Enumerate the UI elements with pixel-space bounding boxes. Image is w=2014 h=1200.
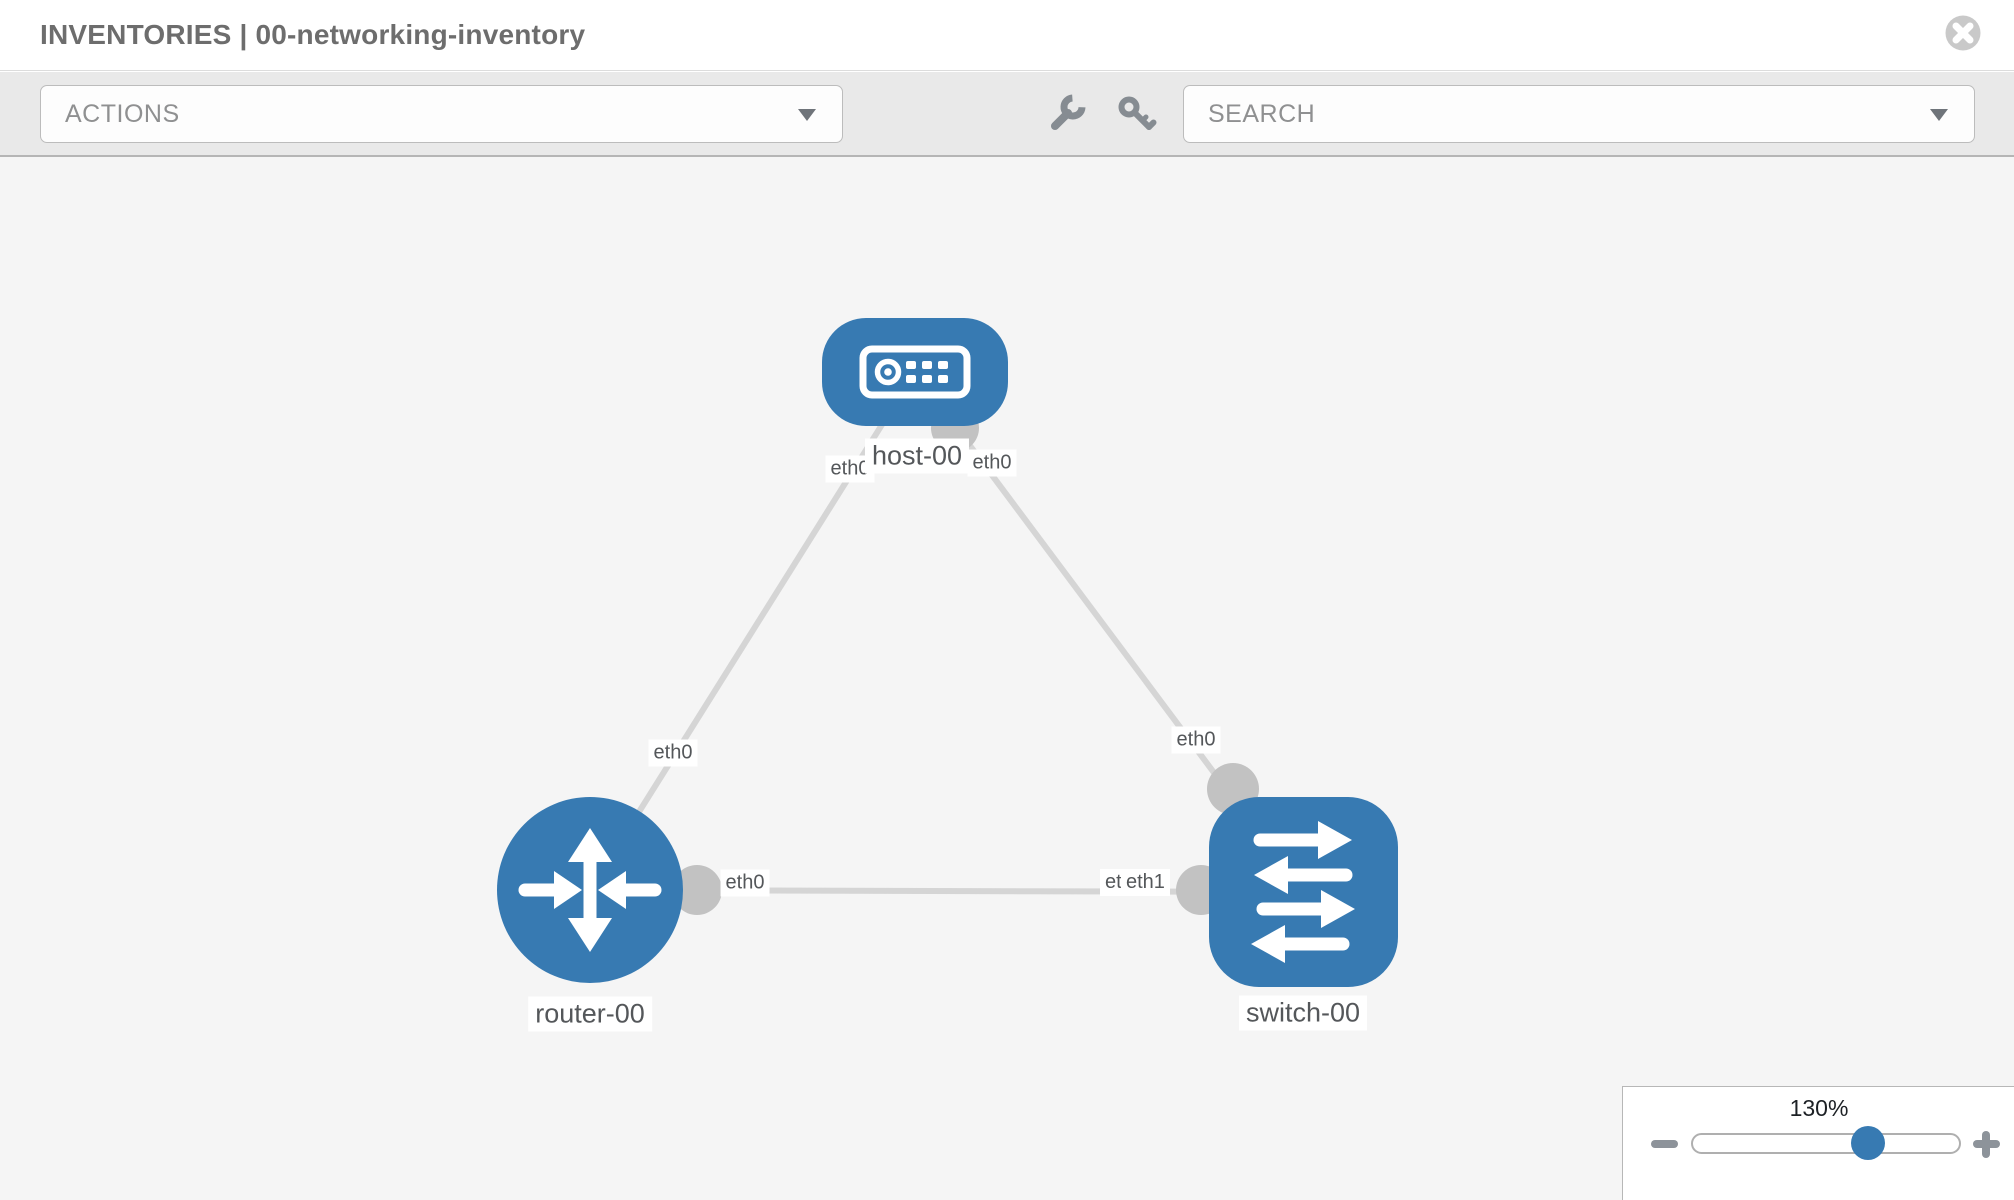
interface-label: eth0 (648, 739, 698, 767)
switch-icon (1251, 821, 1355, 963)
topology-canvas[interactable]: eth0 eth0 eth0 eth0 eth0 eth0 eth1 host-… (0, 157, 2014, 1200)
search-dropdown[interactable]: SEARCH (1183, 85, 1975, 143)
node-label-switch: switch-00 (1238, 995, 1368, 1031)
zoom-out-button[interactable] (1647, 1127, 1681, 1161)
zoom-in-button[interactable] (1969, 1127, 2003, 1161)
chevron-down-icon (798, 109, 816, 121)
host-icon (859, 345, 971, 399)
key-icon (1118, 96, 1157, 130)
toolbar: ACTIONS SEARCH (0, 72, 2014, 157)
plus-icon (1972, 1130, 2000, 1158)
wrench-icon (1051, 94, 1086, 130)
node-host[interactable] (822, 318, 1008, 426)
close-button[interactable] (1944, 14, 1982, 52)
page-title: INVENTORIES | 00-networking-inventory (40, 19, 586, 50)
zoom-slider-track[interactable] (1691, 1126, 1961, 1160)
interface-label: eth0 (720, 869, 770, 897)
actions-dropdown[interactable]: ACTIONS (40, 85, 843, 143)
zoom-panel: 130% (1622, 1086, 2014, 1200)
close-icon (1945, 15, 1981, 51)
node-router[interactable] (497, 797, 683, 983)
key-button[interactable] (1111, 89, 1163, 141)
interface-label: eth0 (1171, 726, 1221, 754)
chevron-down-icon (1930, 109, 1948, 121)
interface-label: eth1 (1121, 869, 1170, 896)
actions-dropdown-label: ACTIONS (65, 99, 180, 128)
search-dropdown-label: SEARCH (1208, 99, 1316, 128)
node-label-host: host-00 (864, 438, 970, 474)
zoom-slider-handle[interactable] (1851, 1126, 1885, 1160)
node-switch[interactable] (1209, 797, 1398, 987)
tools-button[interactable] (1041, 89, 1093, 141)
minus-icon (1650, 1140, 1678, 1148)
node-label-router: router-00 (528, 996, 652, 1032)
router-icon (518, 828, 662, 952)
interface-label: eth0 (967, 449, 1017, 477)
header-bar: INVENTORIES | 00-networking-inventory (0, 0, 2014, 71)
zoom-level: 130% (1789, 1095, 1849, 1121)
interface-dot-router[interactable] (672, 865, 722, 915)
